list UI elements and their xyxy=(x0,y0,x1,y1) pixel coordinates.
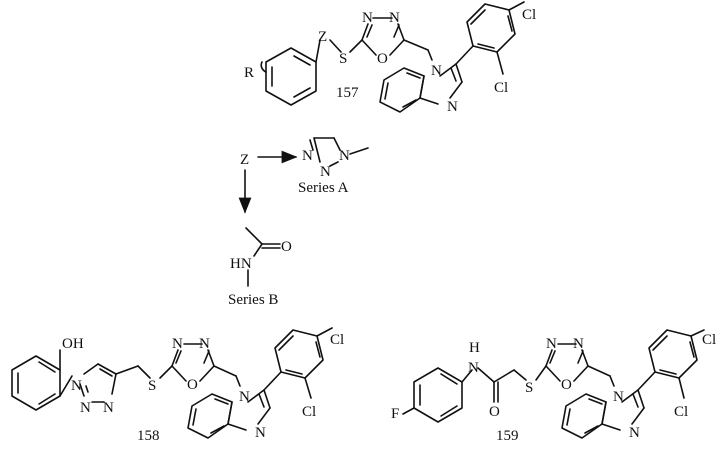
amide-h-label: H xyxy=(469,340,480,356)
oxadiazole-n1-label: N xyxy=(546,336,557,352)
oxadiazole-n2-label: N xyxy=(389,10,400,26)
compound-157-number: 157 xyxy=(336,85,359,101)
oxadiazole-o-label: O xyxy=(561,377,572,393)
ortho-chloro-label: Cl xyxy=(494,80,508,96)
carbonyl-o-label: O xyxy=(489,404,500,420)
triazole-n2-label: N xyxy=(80,400,91,416)
z-definition: Z N N N Series A O HN Series B xyxy=(228,137,369,308)
fluoro-label: F xyxy=(391,406,399,422)
r-group-label: R xyxy=(244,65,254,81)
para-chloro-label: Cl xyxy=(330,332,344,348)
z-label: Z xyxy=(240,152,249,168)
thioether-s-label: S xyxy=(525,380,533,396)
series-a-label: Series A xyxy=(298,180,349,196)
para-chloro-label: Cl xyxy=(702,332,716,348)
oxadiazole-o-label: O xyxy=(377,51,388,67)
benzimidazole-n3-label: N xyxy=(255,425,266,441)
ortho-chloro-label: Cl xyxy=(674,404,688,420)
series-a-fragment: N N N Series A xyxy=(298,137,369,196)
oxadiazole-n2-label: N xyxy=(199,336,210,352)
compound-159-number: 159 xyxy=(496,428,519,444)
compound-157: R Z S N N O N N Cl Cl 157 xyxy=(244,1,536,115)
benzimidazole-n1-label: N xyxy=(239,389,250,405)
oxadiazole-n1-label: N xyxy=(362,10,373,26)
para-chloro-label: Cl xyxy=(522,7,536,23)
benzimidazole-n3-label: N xyxy=(629,425,640,441)
thioether-s-label: S xyxy=(148,378,156,394)
hydroxyl-label: OH xyxy=(62,336,84,352)
compound-158: OH N N N S N N O N N Cl Cl 158 xyxy=(11,327,344,444)
benzimidazole-n3-label: N xyxy=(447,99,458,115)
benzimidazole-n1-label: N xyxy=(613,389,624,405)
series-a-n2-label: N xyxy=(320,164,331,180)
z-linker-label: Z xyxy=(318,29,327,45)
series-b-label: Series B xyxy=(228,292,278,308)
series-a-n1-label: N xyxy=(302,148,313,164)
amide-n-label: N xyxy=(468,360,479,376)
oxadiazole-n1-label: N xyxy=(172,336,183,352)
ortho-chloro-label: Cl xyxy=(302,404,316,420)
series-b-o-label: O xyxy=(281,239,292,255)
series-b-fragment: O HN Series B xyxy=(228,227,292,308)
thioether-s-label: S xyxy=(339,51,347,67)
oxadiazole-o-label: O xyxy=(187,377,198,393)
compound-158-number: 158 xyxy=(137,428,160,444)
series-b-hn-label: HN xyxy=(230,256,252,272)
compound-159: F H N O S N N O N N Cl Cl 159 xyxy=(391,329,716,444)
oxadiazole-n2-label: N xyxy=(573,336,584,352)
series-a-n3-label: N xyxy=(339,148,350,164)
triazole-n3-label: N xyxy=(103,400,114,416)
benzimidazole-n1-label: N xyxy=(431,63,442,79)
triazole-n1-label: N xyxy=(71,378,82,394)
